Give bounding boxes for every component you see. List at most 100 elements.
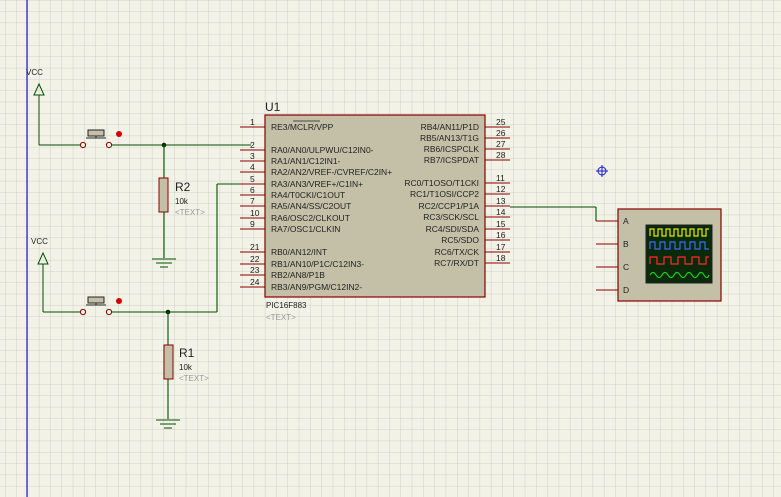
pin-number: 4 bbox=[250, 162, 255, 172]
mcu-part: PIC16F883 bbox=[266, 301, 307, 310]
vcc-top-terminal[interactable]: VCC bbox=[26, 68, 45, 145]
pin-number: 24 bbox=[250, 277, 260, 287]
pin-name: RC7/RX/DT bbox=[434, 258, 479, 268]
r1-ref: R1 bbox=[179, 346, 195, 360]
scope-channel-b[interactable]: B bbox=[596, 239, 629, 249]
pin-number: 5 bbox=[250, 174, 255, 184]
pin-number: 23 bbox=[250, 265, 260, 275]
pin-number: 10 bbox=[250, 208, 260, 218]
vcc-bottom-label: VCC bbox=[31, 237, 48, 246]
pin-number: 9 bbox=[250, 219, 255, 229]
button-indicator-icon bbox=[116, 131, 122, 137]
mcu-body bbox=[264, 114, 486, 298]
scope-channel-c[interactable]: C bbox=[596, 262, 629, 272]
mcu-text: <TEXT> bbox=[266, 313, 296, 322]
pin-name: RB4/AN11/P1D bbox=[421, 122, 479, 132]
pin-name: RE3/MCLR/VPP bbox=[271, 122, 334, 132]
scope-channel-a[interactable]: A bbox=[596, 216, 629, 226]
pin-number: 7 bbox=[250, 196, 255, 206]
vcc-bottom-terminal[interactable]: VCC bbox=[31, 237, 49, 312]
pin-name: RC1/T1OSI/CCP2 bbox=[410, 189, 479, 199]
pin-name: RB2/AN8/P1B bbox=[271, 270, 325, 280]
pin-number: 3 bbox=[250, 151, 255, 161]
pin-number: 12 bbox=[496, 184, 506, 194]
resistor-r2[interactable]: R2 10k <TEXT> bbox=[158, 177, 205, 217]
pin-name: RA4/T0CKI/C1OUT bbox=[271, 190, 345, 200]
pin-number: 26 bbox=[496, 128, 506, 138]
scope-channel-d[interactable]: D bbox=[596, 285, 629, 295]
channel-label: A bbox=[623, 216, 629, 226]
pushbutton-bottom[interactable] bbox=[79, 296, 122, 316]
pin-name: RB7/ICSPDAT bbox=[424, 155, 479, 165]
pin-name: RC0/T1OSO/T1CKI bbox=[404, 178, 479, 188]
r2-value: 10k bbox=[175, 197, 189, 206]
pin-name: RB0/AN12/INT bbox=[271, 247, 327, 257]
pin-number: 25 bbox=[496, 117, 506, 127]
pin-name: RC4/SDI/SDA bbox=[426, 224, 480, 234]
oscilloscope[interactable]: A B C D bbox=[596, 208, 722, 302]
vcc-top-label: VCC bbox=[26, 68, 43, 77]
pin-name: RA1/AN1/C12IN1- bbox=[271, 156, 341, 166]
r1-text: <TEXT> bbox=[179, 374, 209, 383]
pin-number: 21 bbox=[250, 242, 260, 252]
button-indicator-icon bbox=[116, 298, 122, 304]
ground-icon bbox=[156, 419, 180, 429]
pin-number: 16 bbox=[496, 230, 506, 240]
pin-name: RB6/ICSPCLK bbox=[424, 144, 480, 154]
pushbutton-top[interactable] bbox=[79, 129, 122, 149]
crosshair-icon[interactable] bbox=[596, 165, 608, 177]
pin-name: RA0/AN0/ULPWU/C12IN0- bbox=[271, 145, 374, 155]
r2-ref: R2 bbox=[175, 180, 191, 194]
pin-number: 14 bbox=[496, 207, 506, 217]
pin-number: 1 bbox=[250, 117, 255, 127]
pin-number: 18 bbox=[496, 253, 506, 263]
ground-icon bbox=[152, 258, 176, 268]
pin-name: RA3/AN3/VREF+/C1IN+ bbox=[271, 179, 363, 189]
pin-name: RB5/AN13/T1G bbox=[420, 133, 479, 143]
oscilloscope-traces bbox=[649, 228, 710, 279]
pin-name: RA2/AN2/VREF-/CVREF/C2IN+ bbox=[271, 167, 392, 177]
pin-number: 11 bbox=[496, 173, 505, 183]
resistor-r1[interactable]: R1 10k <TEXT> bbox=[163, 344, 209, 383]
pin-name: RC2/CCP1/P1A bbox=[419, 201, 480, 211]
pin-name: RB3/AN9/PGM/C12IN2- bbox=[271, 282, 362, 292]
channel-label: C bbox=[623, 262, 629, 272]
pin-name: RA5/AN4/SS/C2OUT bbox=[271, 201, 351, 211]
pin-number: 27 bbox=[496, 139, 506, 149]
pin-number: 6 bbox=[250, 185, 255, 195]
pin-number: 13 bbox=[496, 196, 506, 206]
pin-number: 15 bbox=[496, 219, 506, 229]
r2-text: <TEXT> bbox=[175, 208, 205, 217]
pin-number: 17 bbox=[496, 242, 506, 252]
pin-number: 2 bbox=[250, 140, 255, 150]
pin-name: RC5/SDO bbox=[441, 235, 479, 245]
r1-value: 10k bbox=[179, 363, 193, 372]
